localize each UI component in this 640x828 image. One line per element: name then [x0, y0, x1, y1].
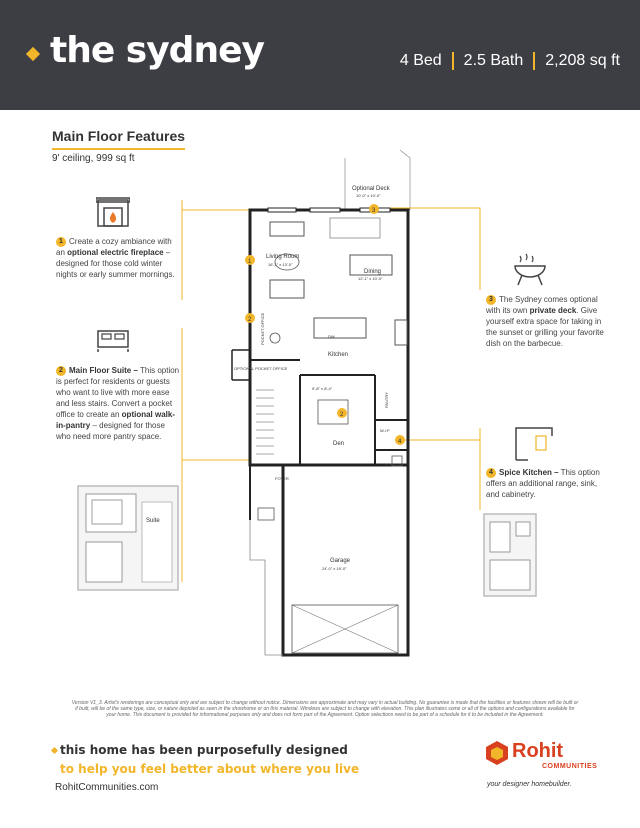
home-specs: 4 Bed 2.5 Bath 2,208 sq ft — [400, 52, 620, 70]
brand-name: Rohit — [512, 740, 564, 762]
bbq-icon — [514, 253, 546, 286]
dining-size: 12'-1" x 10'-0" — [358, 276, 383, 281]
rohit-logo-icon — [486, 741, 508, 765]
staircase — [256, 389, 274, 455]
suite-label: Suite — [146, 518, 160, 524]
kitchen-plan-icon — [515, 427, 553, 461]
main-floor-plan: Optional Deck 10'-0" x 10'-0" Living Roo… — [231, 149, 411, 657]
callout-badge-2 — [245, 313, 255, 323]
brand-subtitle: COMMUNITIES — [542, 763, 598, 770]
callout-number: 3 — [372, 208, 376, 214]
baths-spec: 2.5 Bath — [463, 52, 524, 69]
garage-label: Garage — [330, 558, 351, 564]
leader-lines — [181, 200, 481, 582]
website-link[interactable]: RohitCommunities.com — [55, 782, 159, 793]
area-spec: 2,208 sq ft — [545, 52, 620, 69]
section-subtitle: 9' ceiling, 999 sq ft — [52, 153, 135, 164]
callout-badge-4 — [395, 435, 405, 445]
dishwasher-label: DW — [328, 334, 335, 339]
callout-number: 1 — [248, 259, 252, 265]
section-title: Main Floor Features — [52, 128, 186, 144]
bed-icon — [97, 330, 129, 352]
spice-kitchen-detail-plan — [483, 513, 537, 597]
deck-size: 10'-0" x 10'-0" — [356, 193, 381, 198]
tagline-line1: this home has been purposefully designed — [60, 743, 348, 757]
suite-detail-plan: Suite — [77, 485, 179, 591]
den-label: Den — [333, 441, 344, 447]
header-bar: the sydney 4 Bed 2.5 Bath 2,208 sq ft — [0, 0, 640, 110]
callout-number: 2 — [340, 412, 344, 418]
den-size: 9'-8" x 8'-4" — [312, 386, 333, 391]
callout-number: 2 — [248, 317, 252, 323]
living-room-label: Living Room — [266, 254, 299, 260]
kitchen-label: Kitchen — [328, 352, 348, 358]
callout-badge-2b — [337, 408, 347, 418]
foyer-label: FOYER — [275, 476, 289, 481]
callout-number: 4 — [398, 439, 402, 445]
callout-badge-1 — [245, 255, 255, 265]
optional-office-label: OPTIONAL POCKET OFFICE — [234, 366, 288, 371]
bath-label: H. BATH — [385, 462, 401, 467]
brand-tagline: your designer homebuilder. — [487, 781, 572, 788]
disclaimer-text: Version V1_3. Artist's renderings are co… — [71, 700, 579, 718]
spec-divider — [533, 52, 536, 70]
section-rule — [52, 148, 185, 150]
garage-size: 24'-0" x 19'-0" — [322, 566, 347, 571]
home-title: the sydney — [50, 30, 265, 71]
spec-divider — [451, 52, 454, 70]
living-room-size: 16'-1" x 13'-0" — [268, 262, 293, 267]
dining-label: Dining — [364, 269, 381, 275]
fireplace-icon — [96, 197, 130, 227]
callout-badge-3 — [369, 204, 379, 214]
accent-diamond-icon — [50, 746, 59, 755]
wip-label: W.I.P — [380, 428, 390, 433]
tagline-line2: to help you feel better about where you … — [60, 762, 360, 776]
feature-number-badge: 4 — [486, 467, 496, 478]
feature-number-badge: 2 — [56, 365, 66, 376]
deck-label: Optional Deck — [352, 186, 391, 192]
pocket-office-label: POCKET OFFICE — [260, 313, 265, 345]
beds-spec: 4 Bed — [399, 52, 442, 69]
feature-number-badge: 1 — [56, 236, 66, 247]
pantry-label: PANTRY — [384, 392, 389, 408]
feature-number-badge: 3 — [486, 294, 496, 305]
